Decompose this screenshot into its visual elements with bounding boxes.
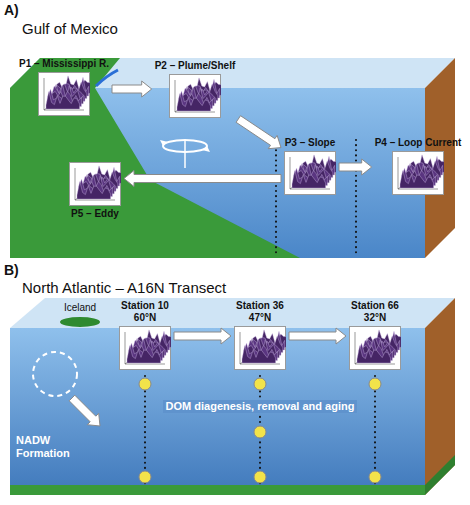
flow-arrow [124, 171, 281, 187]
block-side [425, 298, 455, 495]
flow-arrow [289, 328, 346, 344]
sea-section [10, 328, 425, 495]
latitude-label: 60°N [134, 312, 156, 324]
site-label: P2 – Plume/Shelf [155, 60, 236, 72]
spectrum-plot [69, 162, 121, 206]
panel-letter: B) [4, 262, 19, 279]
panel-title: North Atlantic – A16N Transect [22, 279, 226, 297]
spectrum-plot [234, 326, 286, 370]
sea-floor [425, 455, 455, 495]
site-label: P3 – Slope [285, 137, 336, 149]
mooring-line [355, 140, 357, 256]
annotation: DOM diagenesis, removal and aging [163, 400, 358, 413]
panel-letter: A) [4, 2, 19, 19]
site-label: Station 10 [121, 300, 169, 312]
flow-arrow [339, 159, 372, 175]
site-node: P4 – Loop Current [375, 137, 462, 197]
site-node: P3 – Slope [284, 137, 336, 197]
spectrum-plot [119, 326, 171, 370]
spectrum-plot [349, 326, 401, 370]
latitude-label: 32°N [364, 312, 386, 324]
site-label: P1 – Mississippi R. [19, 58, 109, 70]
sea-surface [10, 298, 455, 328]
station-node: Station 6632°N [349, 300, 401, 372]
mooring-line [374, 376, 376, 484]
iceland-shape [60, 317, 100, 327]
site-label: P5 – Eddy [71, 208, 119, 220]
sample-bottle [139, 378, 381, 483]
site-label: P4 – Loop Current [375, 137, 462, 149]
station-node: Station 3647°N [234, 300, 286, 372]
spectrum-plot [284, 151, 336, 195]
formation-circle [33, 352, 77, 396]
site-label: Station 66 [351, 300, 399, 312]
spectrum-plot [392, 151, 444, 195]
mooring-line [275, 140, 277, 256]
site-label: Station 36 [236, 300, 284, 312]
site-node: P5 – Eddy [69, 160, 121, 220]
sea-floor [10, 485, 425, 495]
flow-arrow [174, 328, 231, 344]
station-node: Station 1060°N [119, 300, 171, 372]
mooring-line [144, 376, 146, 484]
annotation: NADW Formation [16, 434, 94, 460]
spectrum-plot [169, 74, 221, 118]
panel-title: Gulf of Mexico [22, 20, 118, 38]
flow-arrow [236, 116, 281, 149]
eddy-icon [160, 140, 210, 168]
flow-arrow [112, 81, 152, 97]
latitude-label: 47°N [249, 312, 271, 324]
sinking-arrow [69, 395, 100, 426]
annotation: Iceland [64, 302, 96, 314]
site-node: P2 – Plume/Shelf [155, 60, 236, 120]
river [96, 70, 118, 86]
site-node: P1 – Mississippi R. [19, 58, 109, 118]
spectrum-plot [38, 72, 90, 116]
